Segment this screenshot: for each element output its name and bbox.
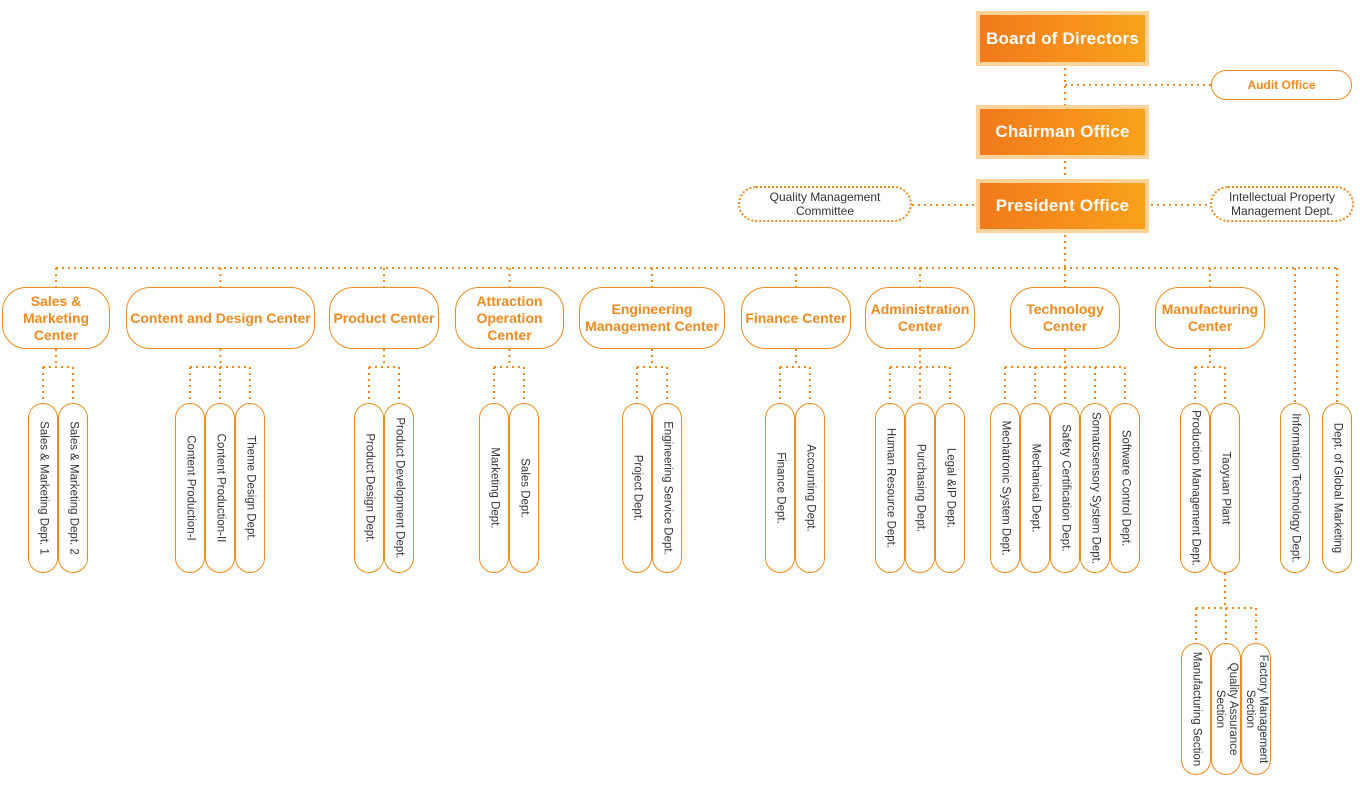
dept-box: Sales Dept. <box>509 403 539 573</box>
center-box: Sales & Marketing Center <box>2 287 110 349</box>
dept-box: Marketing Dept. <box>479 403 509 573</box>
dept-label: Content Production-I <box>184 435 197 541</box>
dept-label: Purchasing Dept. <box>914 443 927 533</box>
center-label: Finance Center <box>745 309 847 326</box>
dept-label: Information Technology Dept. <box>1289 413 1302 563</box>
dept-box: Product Development Dept. <box>384 403 414 573</box>
dept-box: Theme Design Dept. <box>235 403 265 573</box>
board-of-directors-box: Board of Directors <box>980 15 1145 62</box>
dept-box: Taoyuan Plant <box>1210 403 1240 573</box>
dept-label: Theme Design Dept. <box>244 435 257 541</box>
president-office-box: President Office <box>980 183 1145 229</box>
dept-label: Production Management Dept. <box>1189 410 1202 566</box>
dept-label: Marketing Dept. <box>488 447 501 529</box>
center-label: Product Center <box>333 309 435 326</box>
dept-box: Project Dept. <box>622 403 652 573</box>
dept-box: Legal &IP Dept. <box>935 403 965 573</box>
dept-label: Somatosensory System Dept. <box>1089 411 1102 565</box>
dept-label: Mechatronic System Dept. <box>999 420 1012 556</box>
dept-box: Somatosensory System Dept. <box>1080 403 1110 573</box>
ip-management-dept-label: Intellectual Property Management Dept. <box>1228 190 1336 218</box>
center-label: Engineering Management Center <box>585 301 719 334</box>
dept-box: Accounting Dept. <box>795 403 825 573</box>
dept-label: Content Production-II <box>214 433 227 543</box>
dept-label: Quality Assurance Section <box>1214 662 1239 756</box>
dept-label: Dept. of Global Marketing <box>1331 422 1344 554</box>
dept-box: Safety Certification Dept. <box>1050 403 1080 573</box>
dept-box: Content Production-I <box>175 403 205 573</box>
dept-label: Finance Dept. <box>774 452 787 524</box>
dept-label: Project Dept. <box>631 454 644 522</box>
dept-box: Mechanical Dept. <box>1020 403 1050 573</box>
center-label: Manufacturing Center <box>1161 301 1259 334</box>
dept-box: Mechatronic System Dept. <box>990 403 1020 573</box>
center-box: Administration Center <box>865 287 975 349</box>
dept-label: Human Resource Dept. <box>884 427 897 549</box>
center-label: Attraction Operation Center <box>476 292 543 343</box>
plant-section-box: Factory Management Section <box>1241 643 1271 775</box>
dept-label: Engineering Service Dept. <box>661 421 674 555</box>
dept-label: Product Development Dept. <box>393 417 406 559</box>
dept-label: Manufacturing Section <box>1190 651 1203 767</box>
plant-section-box: Manufacturing Section <box>1181 643 1211 775</box>
chairman-office-box: Chairman Office <box>980 109 1145 155</box>
center-box: Technology Center <box>1010 287 1120 349</box>
standalone-dept-box: Information Technology Dept. <box>1280 403 1310 573</box>
dept-label: Legal &IP Dept. <box>944 447 957 529</box>
dept-box: Product Design Dept. <box>354 403 384 573</box>
center-box: Attraction Operation Center <box>455 287 564 349</box>
dept-label: Factory Management Section <box>1244 654 1269 764</box>
center-box: Manufacturing Center <box>1155 287 1265 349</box>
dept-box: Purchasing Dept. <box>905 403 935 573</box>
dept-box: Content Production-II <box>205 403 235 573</box>
dept-box: Sales & Marketing Dept. 2 <box>58 403 88 573</box>
center-label: Administration Center <box>870 301 970 334</box>
quality-management-committee-label: Quality Management Committee <box>769 190 881 218</box>
dept-box: Software Control Dept. <box>1110 403 1140 573</box>
board-of-directors-label: Board of Directors <box>986 28 1139 48</box>
president-office-label: President Office <box>995 196 1130 215</box>
center-label: Sales & Marketing Center <box>22 292 90 343</box>
dept-label: Mechanical Dept. <box>1029 443 1042 533</box>
dept-box: Finance Dept. <box>765 403 795 573</box>
dept-label: Safety Certification Dept. <box>1059 424 1072 552</box>
center-box: Content and Design Center <box>126 287 315 349</box>
chairman-office-label: Chairman Office <box>995 122 1130 141</box>
plant-section-box: Quality Assurance Section <box>1211 643 1241 775</box>
dept-box: Human Resource Dept. <box>875 403 905 573</box>
dept-label: Software Control Dept. <box>1119 429 1132 547</box>
dept-label: Sales Dept. <box>518 458 531 518</box>
center-box: Finance Center <box>741 287 851 349</box>
audit-office-box: Audit Office <box>1211 70 1352 100</box>
standalone-dept-box: Dept. of Global Marketing <box>1322 403 1352 573</box>
center-box: Product Center <box>329 287 439 349</box>
dept-label: Sales & Marketing Dept. 2 <box>67 421 80 555</box>
dept-label: Product Design Dept. <box>363 433 376 543</box>
dept-label: Sales & Marketing Dept. 1 <box>37 421 50 555</box>
center-box: Engineering Management Center <box>579 287 725 349</box>
dept-box: Engineering Service Dept. <box>652 403 682 573</box>
audit-office-label: Audit Office <box>1247 78 1316 92</box>
center-label: Technology Center <box>1026 301 1104 334</box>
ip-management-dept-box: Intellectual Property Management Dept. <box>1210 186 1354 222</box>
dept-box: Sales & Marketing Dept. 1 <box>28 403 58 573</box>
dept-box: Production Management Dept. <box>1180 403 1210 573</box>
quality-management-committee-box: Quality Management Committee <box>738 186 912 222</box>
center-label: Content and Design Center <box>130 309 311 326</box>
dept-label: Accounting Dept. <box>804 444 817 532</box>
dept-label: Taoyuan Plant <box>1219 451 1232 525</box>
